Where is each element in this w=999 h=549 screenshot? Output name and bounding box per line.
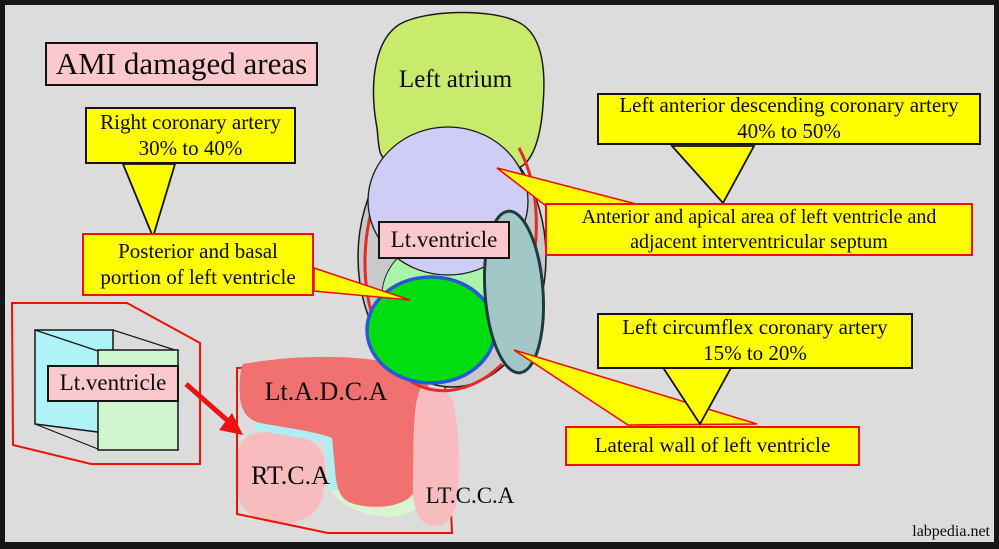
rca-callout-box: Right coronary artery 30% to 40% xyxy=(85,107,296,164)
cyan-sliver-shape xyxy=(254,419,340,491)
lcx-callout-box: Left circumflex coronary artery 15% to 2… xyxy=(597,313,913,369)
rca-callout-pointer xyxy=(121,163,177,240)
rtca-territory-label: RT.C.A xyxy=(251,461,330,490)
lcx-callout-line1: Left circumflex coronary artery xyxy=(622,315,888,340)
lad-callout-line1: Left anterior descending coronary artery xyxy=(619,93,959,118)
rca-callout-line1: Right coronary artery xyxy=(100,109,281,134)
posterior-region-line2: portion of left ventricle xyxy=(100,264,296,289)
anterior-region-line1: Anterior and apical area of left ventric… xyxy=(581,206,937,229)
diagram-title: AMI damaged areas xyxy=(45,42,318,86)
anterior-region-line2: adjacent interventricular septum xyxy=(630,230,888,253)
inset-box-edge xyxy=(34,423,99,450)
ltcca-territory-blob xyxy=(412,386,460,526)
lad-callout-pointer xyxy=(669,145,756,205)
diagram-title-text: AMI damaged areas xyxy=(55,46,308,82)
ltcca-territory-label: LT.C.C.A xyxy=(425,483,515,508)
rca-callout-line2: 30% to 40% xyxy=(138,135,243,160)
anterior-region-box: Anterior and apical area of left ventric… xyxy=(545,203,973,256)
heart-ventricle-label: Lt.ventricle xyxy=(378,221,510,259)
lad-callout-box: Left anterior descending coronary artery… xyxy=(597,93,981,145)
inset-ventricle-label: Lt.ventricle xyxy=(47,365,179,402)
posterior-region-box: Posterior and basal portion of left vent… xyxy=(82,233,314,296)
lcx-callout-line2: 15% to 20% xyxy=(703,341,807,365)
posterior-leader-wedge xyxy=(313,266,411,301)
red-arrow-shaft xyxy=(184,382,230,423)
left-atrium-label: Left atrium xyxy=(398,66,513,93)
watermark-text: labpedia.net xyxy=(912,523,990,540)
rtca-territory-blob xyxy=(236,431,326,524)
ladca-territory-label: Lt.A.D.C.A xyxy=(264,377,388,406)
green-sliver-shape xyxy=(330,478,421,517)
inset-box-edge xyxy=(34,329,99,352)
lateral-region-box: Lateral wall of left ventricle xyxy=(565,426,860,466)
lad-callout-line2: 40% to 50% xyxy=(737,119,841,143)
heart-ventricle-label-text: Lt.ventricle xyxy=(390,226,498,252)
lateral-region-line1: Lateral wall of left ventricle xyxy=(594,433,831,458)
inset-outline-polygon xyxy=(10,302,201,465)
posterior-region-line1: Posterior and basal xyxy=(118,238,278,263)
inset-ventricle-label-text: Lt.ventricle xyxy=(59,370,167,396)
ladca-territory-blob xyxy=(239,356,433,507)
inset-box-edge xyxy=(112,329,179,352)
